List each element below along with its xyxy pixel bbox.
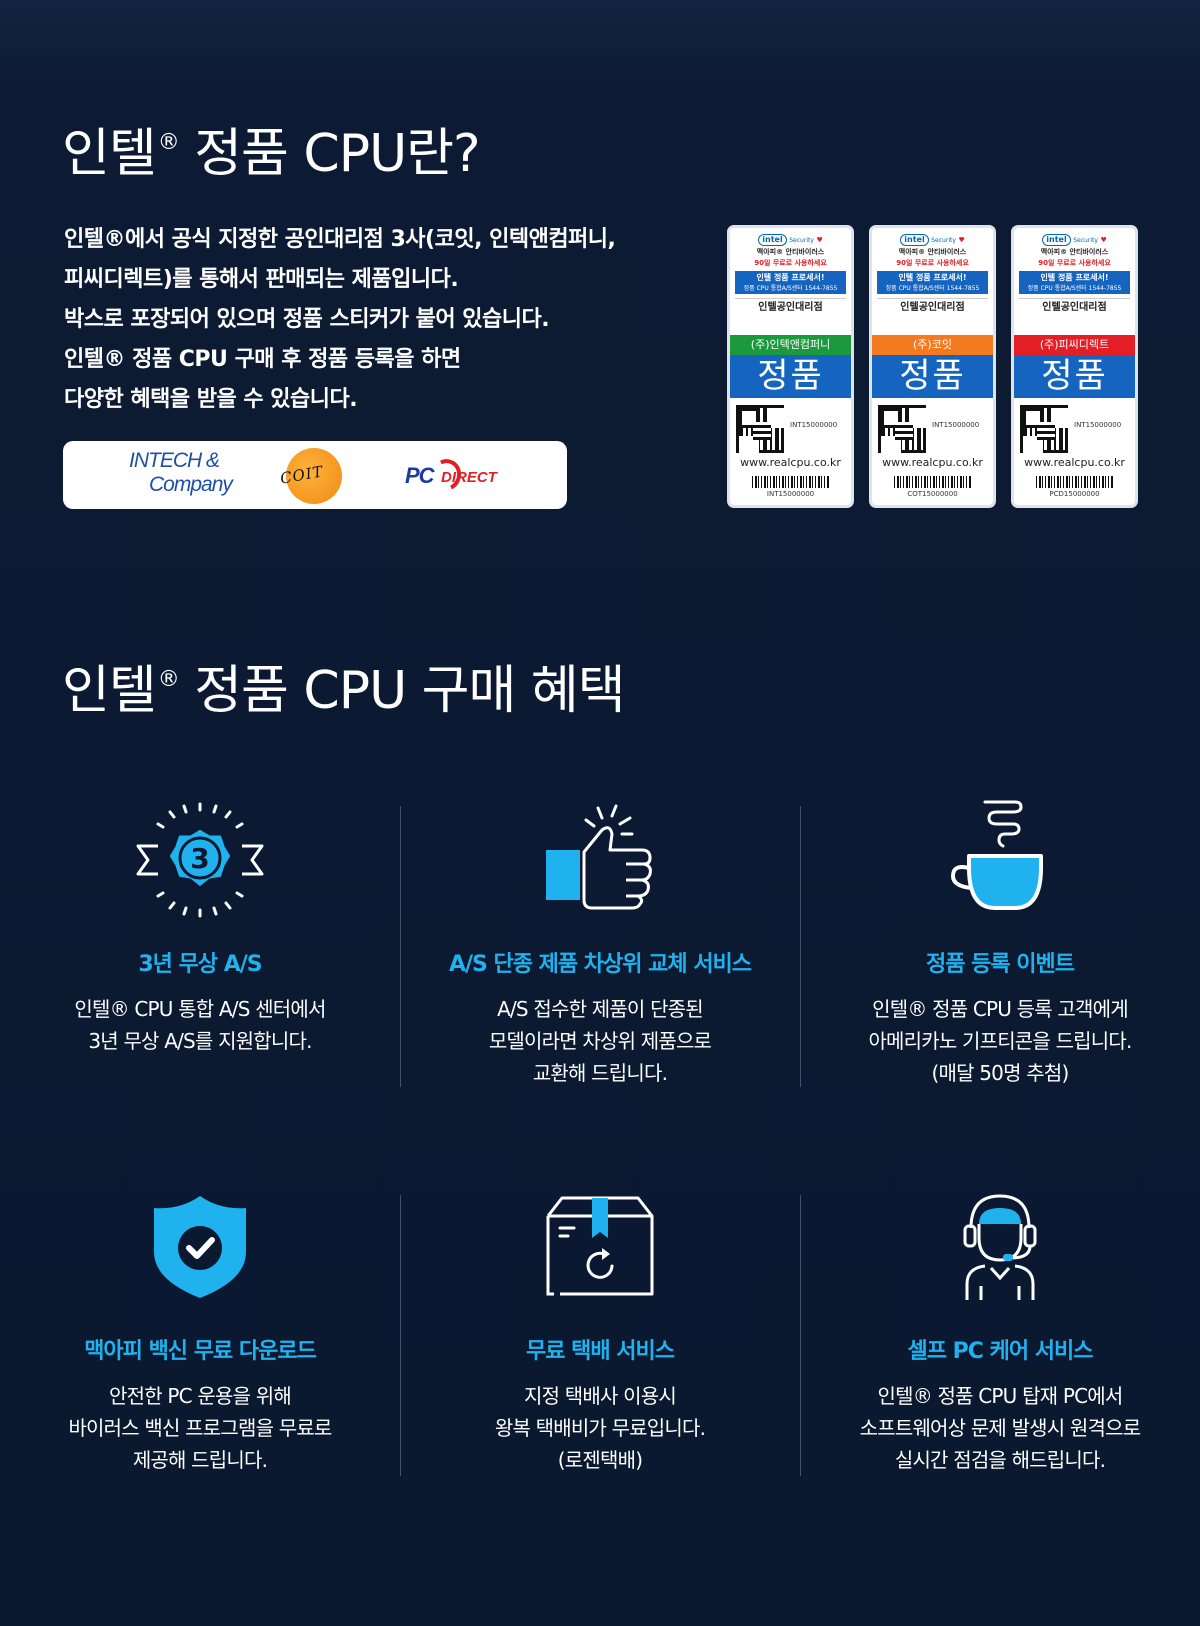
intech-company-logo: INTECH & Company bbox=[129, 449, 233, 496]
3-year-badge-icon: 3 bbox=[136, 802, 264, 918]
genuine-sticker-pcdirect: intel Security ♥ 맥아피® 안티바이러스 90일 무료로 사용하… bbox=[1011, 225, 1138, 508]
sticker-url: www.realcpu.co.kr bbox=[882, 456, 983, 469]
intro-line: 인텔®에서 공식 지정한 공인대리점 3사(코잇, 인텍앤컴퍼니, bbox=[64, 227, 616, 252]
benefit-3year-as: 3 3년 무상 A/S 인텔® CPU 통합 A/S 센터에서 3년 무상 A/… bbox=[0, 790, 400, 1090]
headset-support-icon bbox=[963, 1194, 1037, 1300]
intro-line: 박스로 포장되어 있으며 정품 스티커가 붙어 있습니다. bbox=[64, 307, 550, 332]
sticker-blue-band: 인텔 정품 프로세서! 정품 CPU 통합A/S센터 1544-7855 bbox=[1019, 271, 1130, 294]
benefit-registration-event: 정품 등록 이벤트 인텔® 정품 CPU 등록 고객에게 아메리카노 기프티콘을… bbox=[800, 790, 1200, 1090]
benefit-title: 맥아피 백신 무료 다운로드 bbox=[84, 1339, 317, 1364]
benefit-description: 인텔® 정품 CPU 등록 고객에게 아메리카노 기프티콘을 드립니다. (매달… bbox=[868, 997, 1132, 1085]
intro-line: 인텔® 정품 CPU 구매 후 정품 등록을 하면 bbox=[64, 347, 461, 372]
sticker-text: 90일 무료로 사용하세요 bbox=[754, 259, 827, 267]
benefit-discontinued-replacement: A/S 단종 제품 차상위 교체 서비스 A/S 접수한 제품이 단종된 모델이… bbox=[400, 790, 800, 1090]
intel-security-logo: intel Security ♥ bbox=[1019, 233, 1130, 247]
delivery-box-icon bbox=[546, 1196, 654, 1296]
barcode-icon bbox=[1036, 476, 1113, 488]
column-divider bbox=[800, 806, 801, 1087]
intel-security-logo: intel Security ♥ bbox=[877, 233, 988, 247]
intro-line: 다양한 혜택을 받을 수 있습니다. bbox=[64, 387, 358, 412]
barcode-icon bbox=[752, 476, 829, 488]
sticker-text: 맥아피® 안티바이러스 bbox=[898, 248, 967, 256]
genuine-sticker-coit: intel Security ♥ 맥아피® 안티바이러스 90일 무료로 사용하… bbox=[869, 225, 996, 508]
section-title-what-is: 인텔® 정품 CPU란? bbox=[62, 124, 481, 184]
sticker-text: 맥아피® 안티바이러스 bbox=[756, 248, 825, 256]
benefit-title: 셀프 PC 케어 서비스 bbox=[907, 1339, 1094, 1364]
intro-line: 피씨디렉트)를 통해서 판매되는 제품입니다. bbox=[64, 267, 459, 292]
sticker-url: www.realcpu.co.kr bbox=[740, 456, 841, 469]
benefit-title: 3년 무상 A/S bbox=[138, 952, 262, 977]
benefit-description: 인텔® 정품 CPU 탑재 PC에서 소프트웨어상 문제 발생시 원격으로 실시… bbox=[859, 1384, 1141, 1472]
qr-code-icon bbox=[878, 405, 926, 453]
coffee-cup-icon bbox=[950, 800, 1043, 910]
sticker-code: INT15000000 bbox=[790, 421, 838, 429]
barcode-number: INT15000000 bbox=[766, 490, 815, 498]
qr-code-icon bbox=[736, 405, 784, 453]
sticker-blue-band: 인텔 정품 프로세서! 정품 CPU 통합A/S센터 1544-7855 bbox=[877, 271, 988, 294]
sticker-code: INT15000000 bbox=[932, 421, 980, 429]
sticker-url: www.realcpu.co.kr bbox=[1024, 456, 1125, 469]
barcode-number: PCD15000000 bbox=[1049, 490, 1100, 498]
sticker-genuine: 정품 bbox=[872, 355, 993, 398]
benefit-description: 인텔® CPU 통합 A/S 센터에서 3년 무상 A/S를 지원합니다. bbox=[74, 997, 326, 1053]
intro-text: 인텔®에서 공식 지정한 공인대리점 3사(코잇, 인텍앤컴퍼니, 피씨디렉트)… bbox=[64, 220, 724, 420]
sticker-agent: 인텔공인대리점 bbox=[877, 298, 988, 315]
benefit-title: 정품 등록 이벤트 bbox=[926, 952, 1075, 977]
intel-security-logo: intel Security ♥ bbox=[735, 233, 846, 247]
benefit-description: A/S 접수한 제품이 단종된 모델이라면 차상위 제품으로 교환해 드립니다. bbox=[488, 997, 712, 1085]
sticker-text: 90일 무료로 사용하세요 bbox=[1038, 259, 1111, 267]
sticker-dealer: (주)코잇 bbox=[872, 335, 993, 355]
column-divider bbox=[400, 806, 401, 1087]
column-divider bbox=[800, 1195, 801, 1476]
sticker-genuine: 정품 bbox=[1014, 355, 1135, 398]
benefit-title: A/S 단종 제품 차상위 교체 서비스 bbox=[448, 952, 752, 977]
qr-code-icon bbox=[1020, 405, 1068, 453]
sticker-dealer: (주)인텍앤컴퍼니 bbox=[730, 335, 851, 355]
sticker-text: 90일 무료로 사용하세요 bbox=[896, 259, 969, 267]
sticker-dealer: (주)피씨디렉트 bbox=[1014, 335, 1135, 355]
sticker-text: 맥아피® 안티바이러스 bbox=[1040, 248, 1109, 256]
pc-direct-logo: PC DIRECT bbox=[405, 454, 515, 496]
svg-text:3: 3 bbox=[190, 842, 209, 875]
sticker-blue-band: 인텔 정품 프로세서! 정품 CPU 통합A/S센터 1544-7855 bbox=[735, 271, 846, 294]
barcode-icon bbox=[894, 476, 971, 488]
column-divider bbox=[400, 1195, 401, 1476]
benefit-description: 안전한 PC 운용을 위해 바이러스 백신 프로그램을 무료로 제공해 드립니다… bbox=[68, 1384, 332, 1472]
sticker-genuine: 정품 bbox=[730, 355, 851, 398]
shield-check-icon bbox=[154, 1196, 246, 1298]
sticker-agent: 인텔공인대리점 bbox=[1019, 298, 1130, 315]
section-title-benefits: 인텔® 정품 CPU 구매 혜택 bbox=[62, 661, 626, 721]
sticker-agent: 인텔공인대리점 bbox=[735, 298, 846, 315]
thumbs-up-icon bbox=[546, 804, 652, 910]
benefit-mcafee-download: 맥아피 백신 무료 다운로드 안전한 PC 운용을 위해 바이러스 백신 프로그… bbox=[0, 1180, 400, 1480]
benefit-free-delivery: 무료 택배 서비스 지정 택배사 이용시 왕복 택배비가 무료입니다. (로젠택… bbox=[400, 1180, 800, 1480]
genuine-sticker-intech: intel Security ♥ 맥아피® 안티바이러스 90일 무료로 사용하… bbox=[727, 225, 854, 508]
benefit-title: 무료 택배 서비스 bbox=[526, 1339, 675, 1364]
benefit-self-pc-care: 셀프 PC 케어 서비스 인텔® 정품 CPU 탑재 PC에서 소프트웨어상 문… bbox=[800, 1180, 1200, 1480]
coit-logo: COIT bbox=[279, 448, 342, 504]
sticker-code: INT15000000 bbox=[1074, 421, 1122, 429]
barcode-number: COT15000000 bbox=[907, 490, 958, 498]
benefit-description: 지정 택배사 이용시 왕복 택배비가 무료입니다. (로젠택배) bbox=[494, 1384, 706, 1472]
distributor-logos: INTECH & Company COIT PC DIRECT bbox=[63, 441, 567, 509]
